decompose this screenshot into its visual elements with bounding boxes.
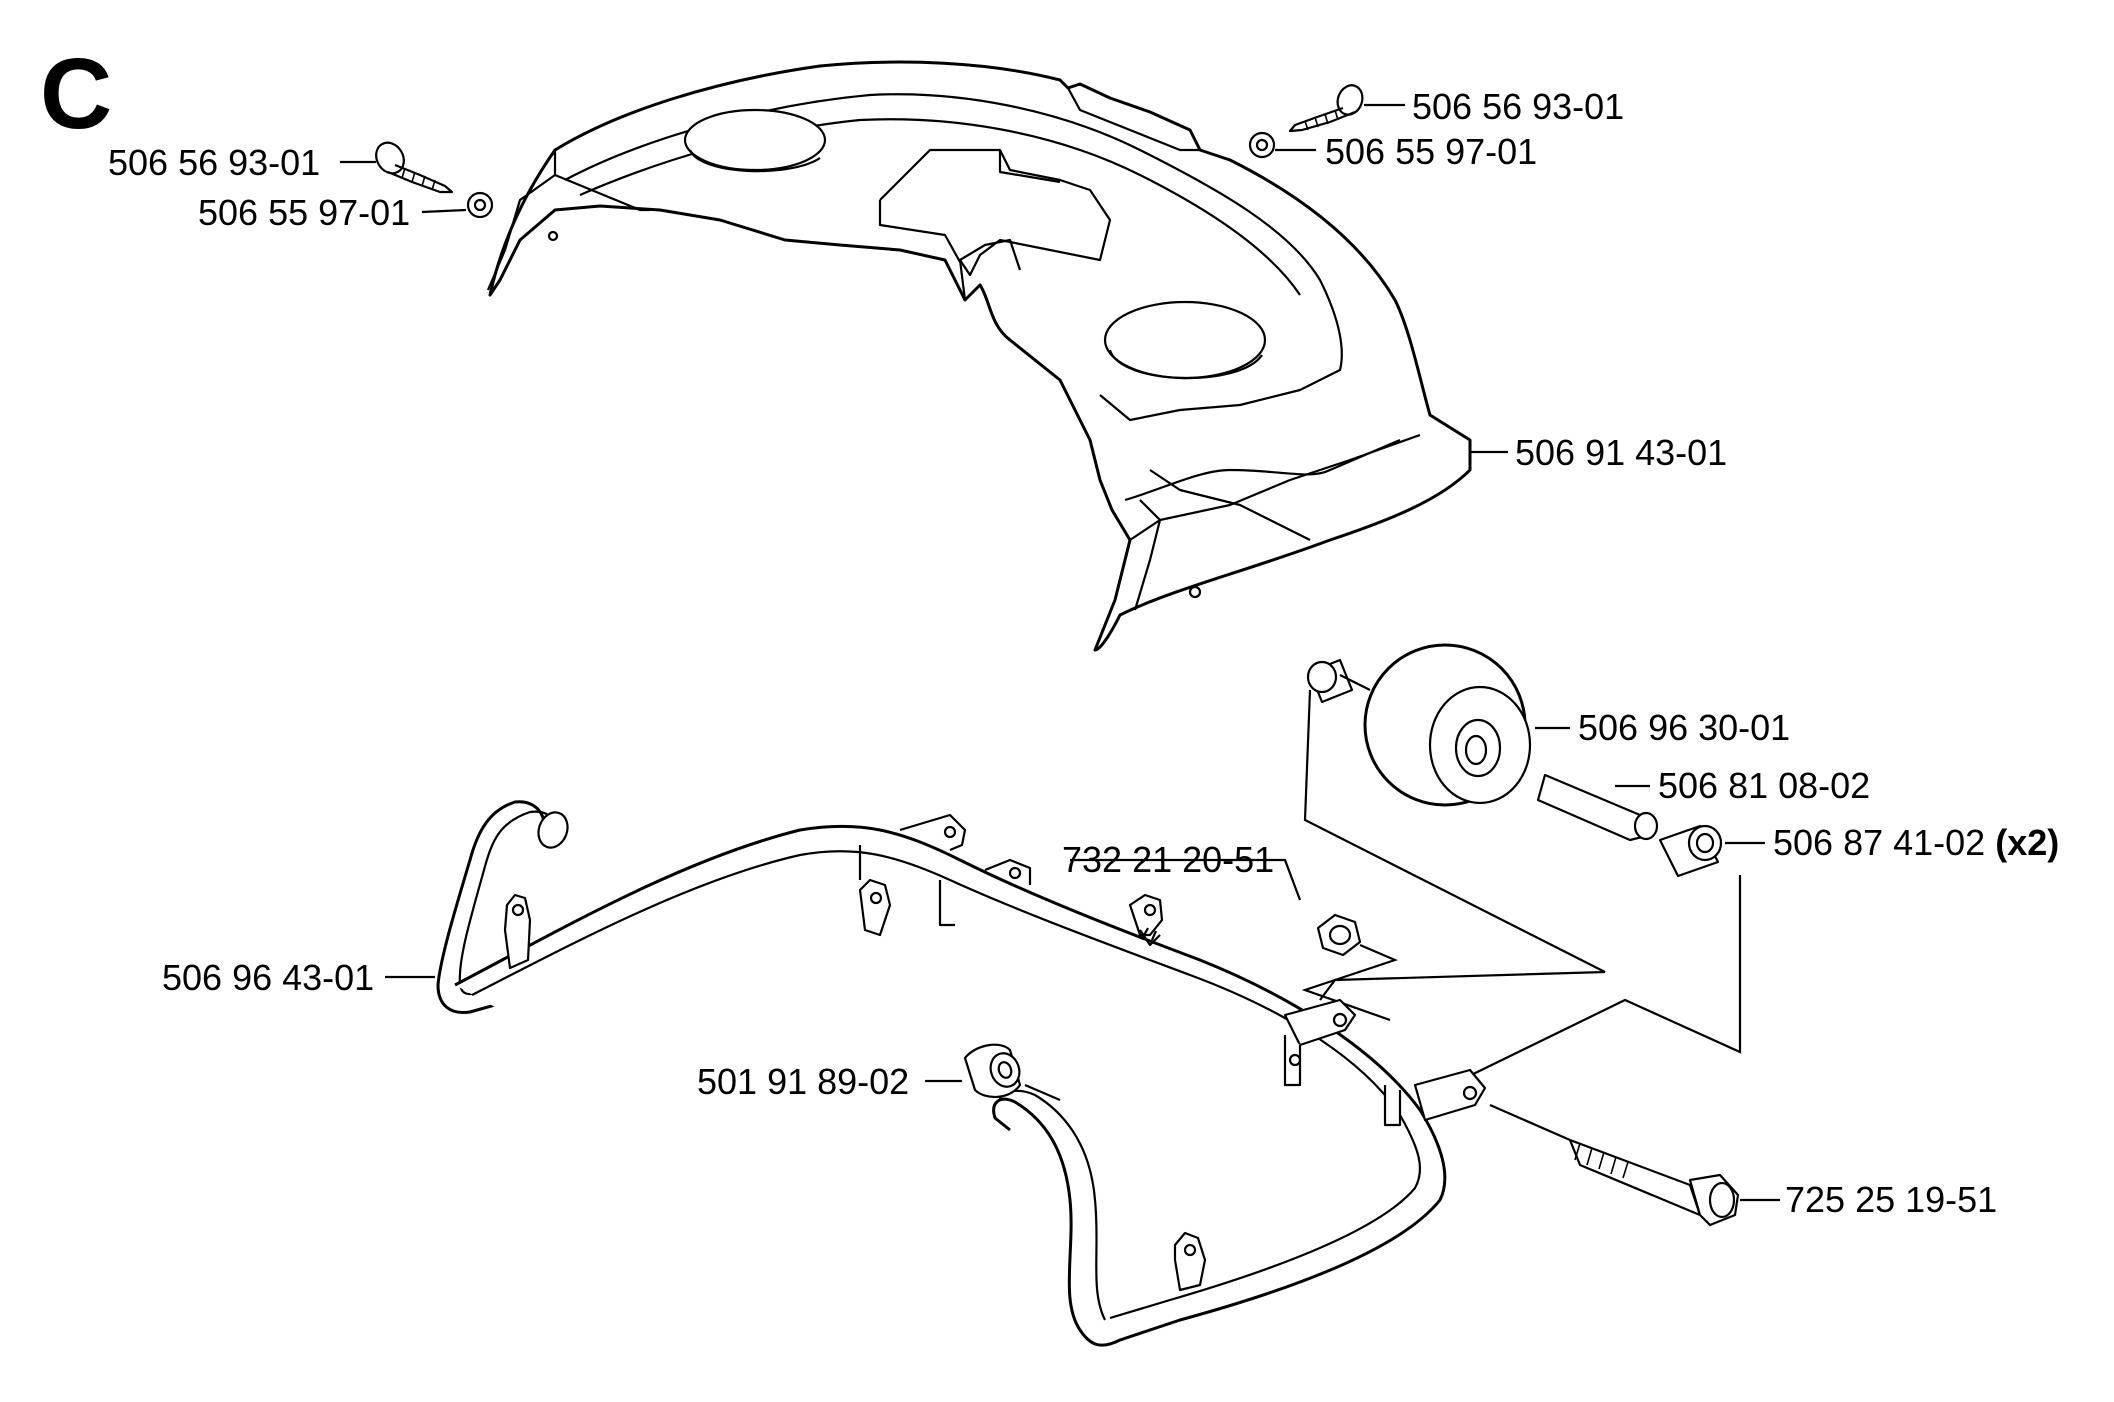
section-letter: C <box>40 38 112 150</box>
label-bushing: 501 91 89-02 <box>697 1061 909 1102</box>
bolt[interactable] <box>1568 1138 1740 1227</box>
bushing[interactable] <box>963 1043 1024 1098</box>
bumper-frame[interactable] <box>436 800 1487 1347</box>
front-cover[interactable] <box>486 60 1472 652</box>
small-spacer-left[interactable] <box>1306 658 1354 704</box>
label-bolt: 725 25 19-51 <box>1785 1179 1997 1220</box>
spacer-right[interactable] <box>1658 824 1723 878</box>
label-bumper: 506 96 43-01 <box>162 957 374 998</box>
label-screw-left: 506 56 93-01 <box>108 142 320 183</box>
screw-right[interactable] <box>1288 82 1366 133</box>
washer-right[interactable] <box>1248 131 1276 159</box>
label-axle: 506 81 08-02 <box>1658 765 1870 806</box>
label-washer-left: 506 55 97-01 <box>198 192 410 233</box>
label-cover: 506 91 43-01 <box>1515 432 1727 473</box>
screw-left[interactable] <box>371 138 454 194</box>
washer-left[interactable] <box>466 191 494 219</box>
label-wheel: 506 96 30-01 <box>1578 707 1790 748</box>
label-washer-right: 506 55 97-01 <box>1325 131 1537 172</box>
wheel[interactable] <box>1363 643 1532 807</box>
nut[interactable] <box>1316 913 1362 957</box>
label-spacer: 506 87 41-02 (x2) <box>1773 822 2059 863</box>
axle[interactable] <box>1536 773 1659 842</box>
label-nut: 732 21 20-51 <box>1062 839 1274 880</box>
label-screw-right: 506 56 93-01 <box>1412 86 1624 127</box>
